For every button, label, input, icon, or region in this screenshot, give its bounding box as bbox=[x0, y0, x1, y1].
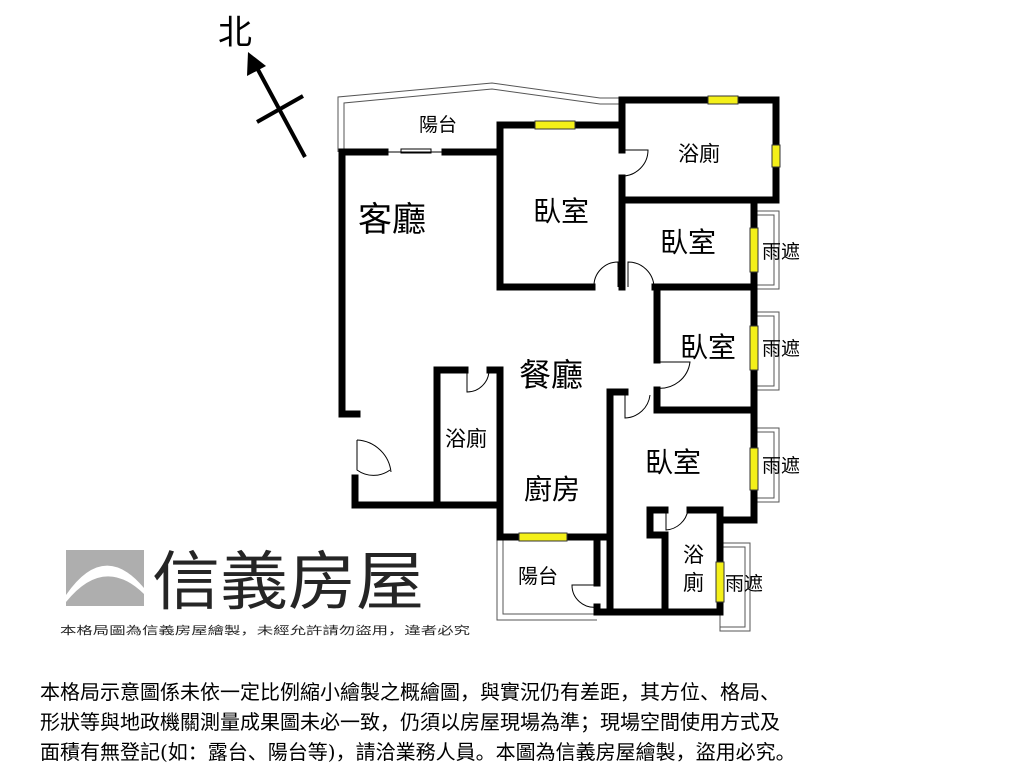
window bbox=[749, 325, 759, 371]
door-entrance bbox=[356, 440, 391, 476]
door-bath-top bbox=[621, 149, 649, 177]
label-rain-shelter-1: 雨遮 bbox=[762, 241, 800, 263]
room-labels: 陽台 客廳 臥室 浴廁 臥室 臥室 餐廳 浴廁 廚房 臥室 陽台 浴 廁 雨遮 … bbox=[358, 114, 800, 595]
door-bedroom-3 bbox=[656, 361, 691, 389]
door-bedroom-4 bbox=[624, 392, 651, 419]
door-bedroom-1 bbox=[593, 261, 619, 288]
door-bath-mid bbox=[466, 369, 490, 393]
door-balcony-bottom bbox=[571, 584, 598, 608]
window bbox=[707, 95, 739, 105]
windows bbox=[518, 95, 781, 603]
label-rain-shelter-2: 雨遮 bbox=[762, 338, 800, 360]
window bbox=[749, 447, 759, 491]
label-rain-shelter-4: 雨遮 bbox=[725, 573, 763, 595]
label-bath-mid: 浴廁 bbox=[445, 427, 487, 451]
watermark-brand: 信義房屋 bbox=[152, 546, 424, 620]
watermark-notice: 本格局圖為信義房屋繪製，未經允許請勿盜用，違者必究 bbox=[60, 623, 470, 637]
watermark: 信義房屋 本格局圖為信義房屋繪製，未經允許請勿盜用，違者必究 bbox=[60, 546, 470, 637]
label-bedroom-3: 臥室 bbox=[680, 331, 736, 364]
label-bath-bottom-1: 浴 bbox=[683, 543, 704, 567]
north-arrow-icon bbox=[247, 52, 307, 158]
door-bath-bottom bbox=[665, 509, 689, 531]
disclaimer-line-3: 面積有無登記(如：露台、陽台等)，請洽業務人員。本圖為信義房屋繪製，盜用必究。 bbox=[40, 740, 796, 764]
label-dining-room: 餐廳 bbox=[519, 356, 583, 394]
label-balcony-bottom: 陽台 bbox=[518, 564, 558, 588]
label-rain-shelter-3: 雨遮 bbox=[762, 455, 800, 477]
disclaimer-line-1: 本格局示意圖係未依一定比例縮小繪製之概繪圖，與實況仍有差距，其方位、格局、 bbox=[40, 680, 780, 704]
label-bath-bottom-2: 廁 bbox=[683, 571, 704, 595]
window bbox=[749, 227, 759, 273]
label-living-room: 客廳 bbox=[358, 200, 426, 240]
label-bedroom-1: 臥室 bbox=[533, 195, 589, 228]
label-balcony-top: 陽台 bbox=[419, 114, 457, 136]
doors bbox=[356, 148, 691, 608]
disclaimer-line-2: 形狀等與地政機關測量成果圖未必一致，仍須以房屋現場為準；現場空間使用方式及 bbox=[40, 710, 780, 734]
label-bedroom-4: 臥室 bbox=[645, 446, 701, 479]
window bbox=[518, 532, 568, 542]
compass-north-label: 北 bbox=[218, 13, 252, 53]
label-bedroom-2: 臥室 bbox=[660, 226, 716, 259]
window bbox=[771, 144, 781, 168]
window bbox=[534, 120, 576, 130]
door-bedroom-2 bbox=[627, 261, 655, 288]
label-kitchen: 廚房 bbox=[524, 473, 580, 506]
window bbox=[715, 561, 725, 603]
label-bath-top: 浴廁 bbox=[678, 142, 720, 166]
